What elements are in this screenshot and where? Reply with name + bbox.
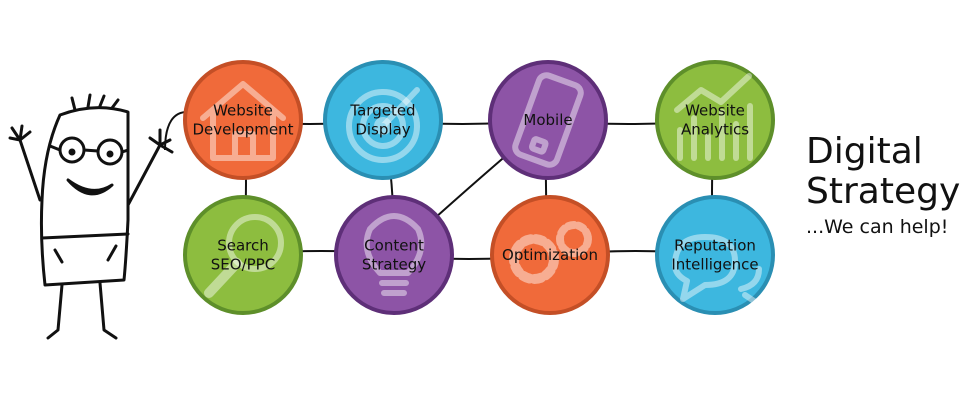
node-label-optimization-1: Optimization — [502, 246, 598, 264]
node-label-website-development-1: Website — [213, 102, 273, 120]
headline: Digital Strategy ...We can help! — [806, 132, 978, 242]
node-label-search-seo-ppc-2: SEO/PPC — [211, 256, 275, 274]
headline-line-1: Digital — [806, 131, 923, 172]
node-label-website-analytics-2: Analytics — [681, 121, 749, 139]
speech-bubbles-icon — [672, 234, 762, 306]
phone-icon — [512, 72, 584, 168]
bar-chart-icon — [674, 73, 753, 161]
node-label-search-seo-ppc-1: Search — [217, 237, 269, 255]
node-circle-optimization — [490, 195, 610, 315]
node-label-website-analytics-1: Website — [685, 102, 745, 120]
node-label-reputation-intelligence-2: Intelligence — [671, 256, 758, 274]
house-icon — [200, 81, 286, 161]
node-label-mobile-1: Mobile — [523, 111, 572, 129]
strategy-nodes: WebsiteDevelopmentTargetedDisplayMobileW… — [183, 60, 775, 315]
node-label-website-development-2: Development — [193, 121, 294, 139]
headline-line-2: Strategy — [806, 171, 961, 212]
magnifier-icon — [204, 214, 284, 298]
node-optimization: Optimization — [490, 195, 610, 315]
node-label-content-strategy-2: Strategy — [362, 256, 426, 274]
target-icon — [346, 87, 420, 163]
lightbulb-icon — [363, 213, 425, 296]
node-circle-search-seo-ppc — [183, 195, 303, 315]
node-circle-reputation-intelligence — [655, 195, 775, 315]
gears-icon — [509, 221, 592, 284]
node-mobile: Mobile — [488, 60, 608, 180]
node-circle-website-development — [183, 60, 303, 180]
node-label-targeted-display-2: Display — [355, 121, 410, 139]
node-circle-website-analytics — [655, 60, 775, 180]
node-circle-targeted-display — [323, 60, 443, 180]
node-circle-mobile — [488, 60, 608, 180]
node-label-content-strategy-1: Content — [364, 237, 424, 255]
node-label-targeted-display-1: Targeted — [349, 102, 415, 120]
node-label-reputation-intelligence-1: Reputation — [674, 237, 756, 255]
tagline: ...We can help! — [806, 216, 949, 238]
node-circle-content-strategy — [334, 195, 454, 315]
cartoon-person-icon — [8, 93, 174, 340]
